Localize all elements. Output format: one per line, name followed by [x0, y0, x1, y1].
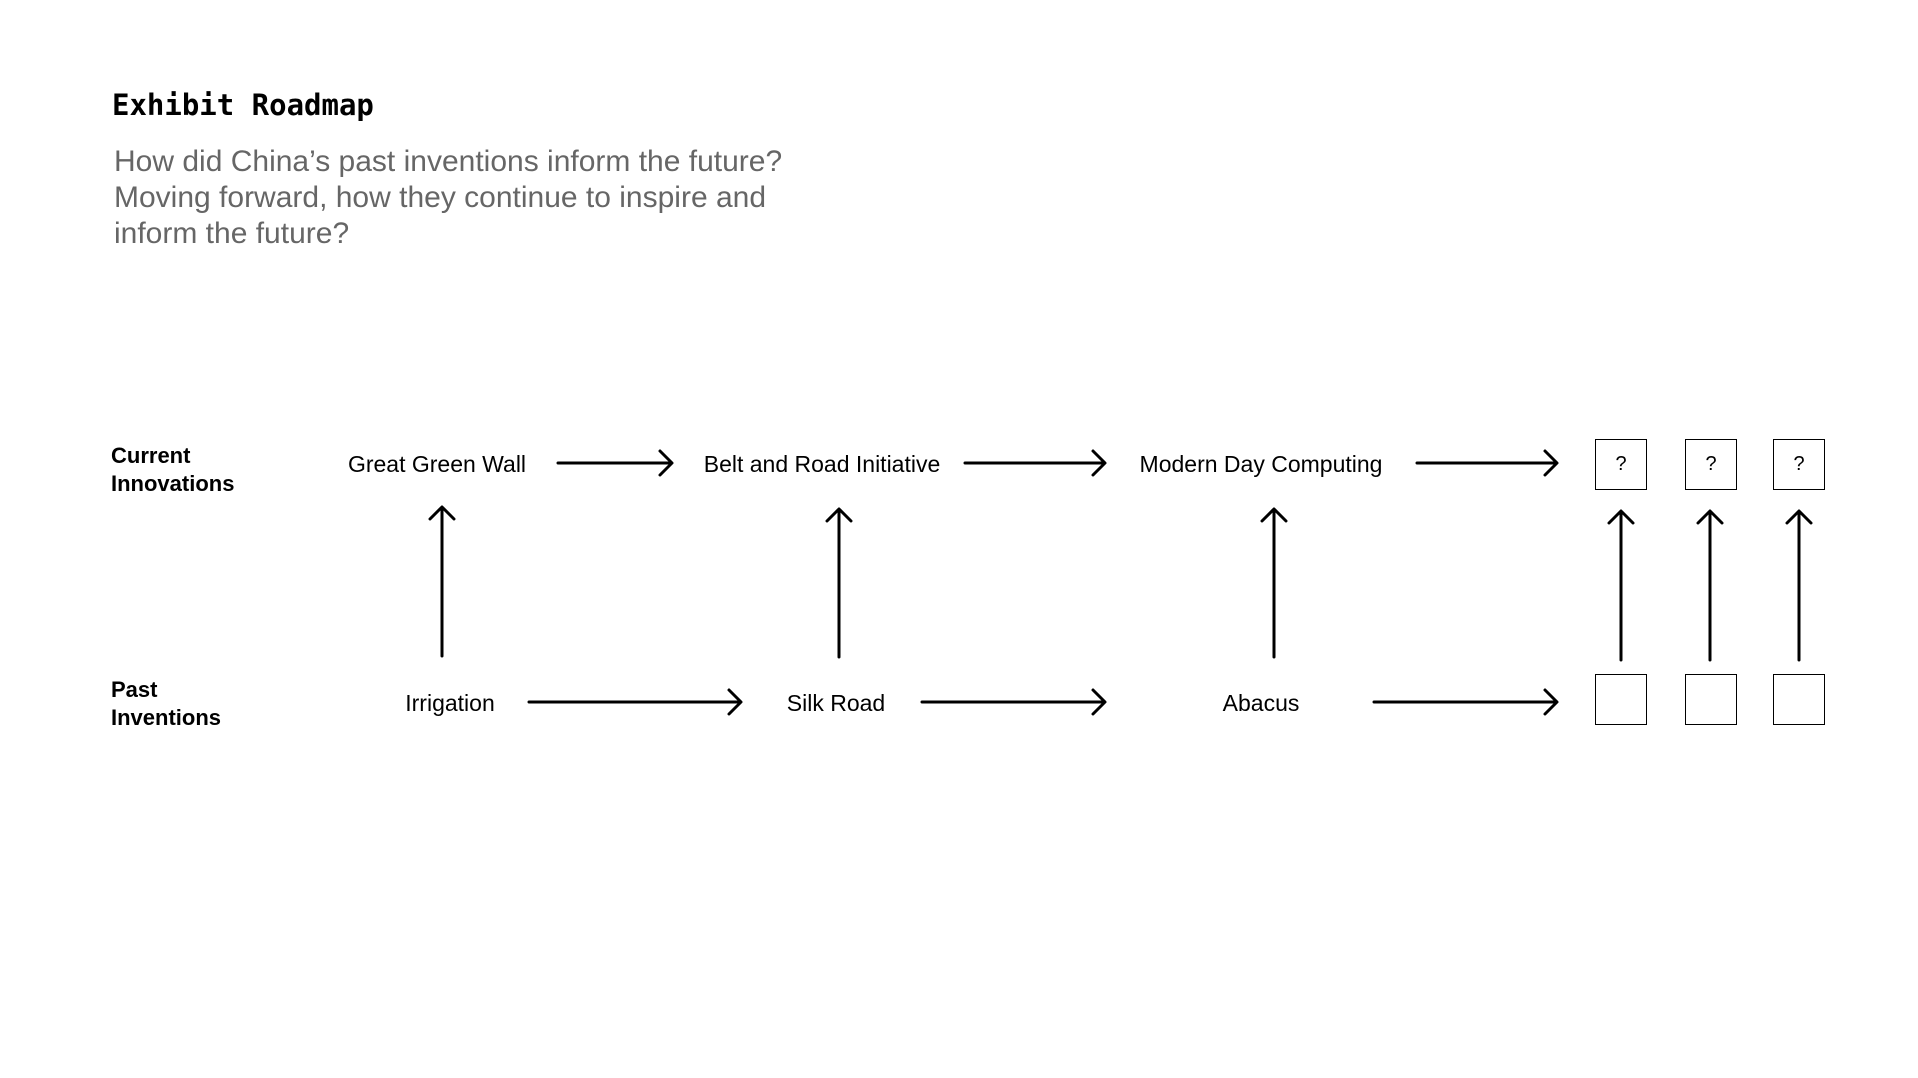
diagram-title: Exhibit Roadmap: [112, 88, 374, 122]
row-label-line: Current: [111, 443, 191, 468]
future-innovation-box: ?: [1595, 439, 1647, 490]
node-irrigation: Irrigation: [405, 690, 495, 716]
arrow-up-icon: [428, 505, 456, 658]
arrow-up-icon: [825, 507, 853, 659]
row-label-past-inventions: Past Inventions: [111, 676, 221, 732]
row-label-line: Past: [111, 677, 158, 702]
arrow-right-icon: [556, 449, 674, 477]
arrow-right-icon: [920, 688, 1107, 716]
future-invention-box: [1773, 674, 1825, 725]
subtitle-line: inform the future?: [114, 217, 350, 250]
subtitle-line: How did China’s past inventions inform t…: [114, 145, 783, 178]
node-silk-road: Silk Road: [786, 690, 886, 716]
arrow-right-icon: [963, 449, 1107, 477]
arrow-up-icon: [1607, 509, 1635, 662]
arrow-right-icon: [1415, 449, 1559, 477]
future-invention-box: [1595, 674, 1647, 725]
node-belt-and-road-initiative: Belt and Road Initiative: [703, 451, 941, 477]
row-label-line: Innovations: [111, 471, 235, 496]
node-great-green-wall: Great Green Wall: [347, 451, 527, 477]
row-label-line: Inventions: [111, 705, 222, 730]
future-innovation-box: ?: [1685, 439, 1737, 490]
row-label-current-innovations: Current Innovations: [111, 442, 234, 498]
future-invention-box: [1685, 674, 1737, 725]
diagram-subtitle: How did China’s past inventions inform t…: [114, 144, 874, 252]
node-abacus: Abacus: [1222, 690, 1300, 716]
arrow-up-icon: [1785, 509, 1813, 662]
arrow-right-icon: [527, 688, 743, 716]
node-modern-day-computing: Modern Day Computing: [1139, 451, 1383, 477]
future-innovation-box: ?: [1773, 439, 1825, 490]
arrow-right-icon: [1372, 688, 1559, 716]
arrow-up-icon: [1696, 509, 1724, 662]
arrow-up-icon: [1260, 507, 1288, 659]
subtitle-line: Moving forward, how they continue to ins…: [114, 181, 767, 214]
